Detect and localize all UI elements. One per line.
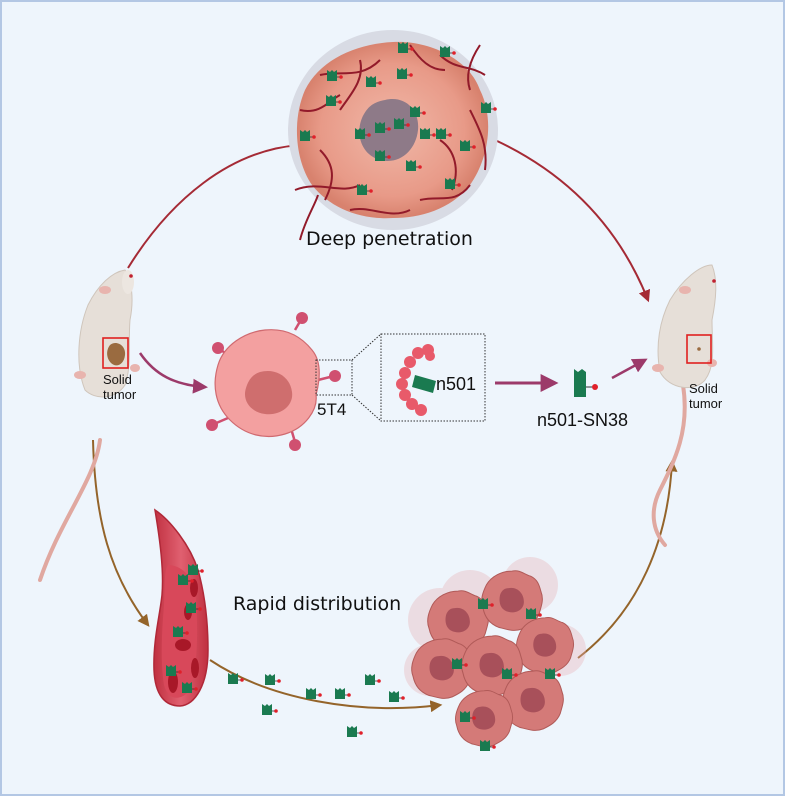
deep-penetration-tumor xyxy=(288,30,498,241)
right-mouse-tumor-label: Solid tumor xyxy=(689,381,722,411)
arrow-mouse-to-vessel xyxy=(92,439,150,627)
right-mouse-illustration xyxy=(651,264,717,547)
n501-binding-illustration xyxy=(396,344,436,416)
arrow-mouse-to-cell xyxy=(138,352,208,394)
antigen-5t4-label: 5T4 xyxy=(317,400,347,419)
left-mouse-tumor-label-line2: tumor xyxy=(103,387,137,402)
right-tumor-highlight-box xyxy=(686,334,712,364)
n501-sn38-conjugate xyxy=(574,369,598,397)
left-tumor-highlight-box xyxy=(102,337,129,369)
tumor-cell-cluster xyxy=(404,557,586,752)
arrow-mouse-to-deep-tumor xyxy=(127,139,303,269)
arrow-cluster-to-mouse xyxy=(577,459,678,659)
arrow-conjugate-to-mouse xyxy=(611,358,648,380)
blood-vessel xyxy=(153,508,209,707)
zoom-indicator xyxy=(315,333,486,422)
arrow-deep-tumor-to-mouse xyxy=(494,139,651,303)
deep-penetration-label: Deep penetration xyxy=(306,228,473,250)
n501-sn38-label: n501-SN38 xyxy=(537,410,629,430)
n501-label: n501 xyxy=(436,374,477,394)
left-mouse-tumor-label-line1: Solid xyxy=(103,372,132,387)
left-mouse-tumor-label: Solid tumor xyxy=(103,372,136,402)
right-mouse-tumor-label-line2: tumor xyxy=(689,396,723,411)
tumor-cell-5t4 xyxy=(206,312,341,451)
left-mouse-illustration xyxy=(38,269,140,582)
rapid-distribution-label: Rapid distribution xyxy=(233,593,402,615)
right-mouse-tumor-label-line1: Solid xyxy=(689,381,718,396)
